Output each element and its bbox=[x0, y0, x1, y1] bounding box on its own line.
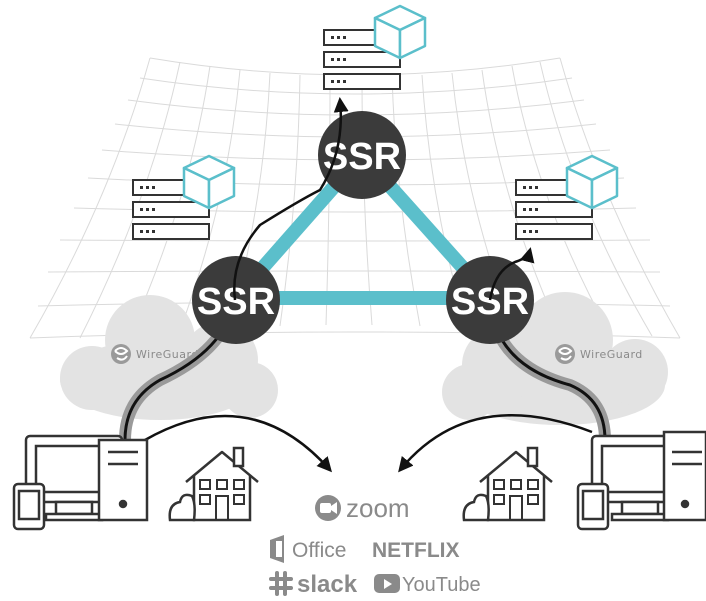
desktop-computer-icon bbox=[24, 434, 149, 522]
wireguard-logo-icon bbox=[111, 344, 131, 364]
app-label-slack: slack bbox=[297, 571, 358, 598]
router-top: SSR bbox=[318, 111, 406, 199]
app-netflix: NETFLIX bbox=[372, 539, 460, 562]
wireguard-logo-icon bbox=[555, 344, 575, 364]
wireguard-label: WireGuard bbox=[136, 348, 199, 361]
app-zoom: zoom bbox=[315, 493, 410, 523]
wireguard-tunnel-left: WireGuard bbox=[111, 344, 199, 364]
phone-icon bbox=[576, 482, 610, 531]
wireguard-tunnel-right: WireGuard bbox=[555, 344, 643, 364]
router-label: SSR bbox=[197, 281, 275, 323]
app-label-office: Office bbox=[292, 539, 346, 562]
app-label-youtube: YouTube bbox=[402, 574, 481, 596]
zoom-logo-icon bbox=[315, 495, 341, 521]
cube-icon bbox=[565, 154, 619, 210]
router-label: SSR bbox=[451, 281, 529, 323]
office-logo-icon bbox=[270, 535, 284, 563]
phone-icon bbox=[12, 482, 46, 531]
route-arrow-left-to-top bbox=[233, 97, 349, 301]
router-left: SSR bbox=[192, 256, 280, 344]
route-arrow-right-to-server bbox=[488, 247, 535, 301]
youtube-logo-icon bbox=[374, 574, 400, 593]
wireguard-label: WireGuard bbox=[580, 348, 643, 361]
app-office: Office bbox=[270, 535, 346, 563]
cube-icon bbox=[373, 4, 427, 60]
house-icon bbox=[462, 446, 554, 522]
app-slack: slack bbox=[269, 571, 358, 598]
app-label-netflix: NETFLIX bbox=[372, 539, 460, 562]
breakout-arrow-right bbox=[398, 414, 593, 473]
desktop-computer-icon bbox=[590, 430, 706, 522]
house-icon bbox=[168, 446, 260, 522]
app-youtube: YouTube bbox=[374, 574, 481, 596]
slack-logo-icon bbox=[269, 571, 293, 596]
cloud-icon bbox=[442, 292, 668, 425]
cube-icon bbox=[182, 154, 236, 210]
breakout-arrow-left bbox=[144, 414, 332, 473]
app-label-zoom: zoom bbox=[346, 493, 410, 523]
